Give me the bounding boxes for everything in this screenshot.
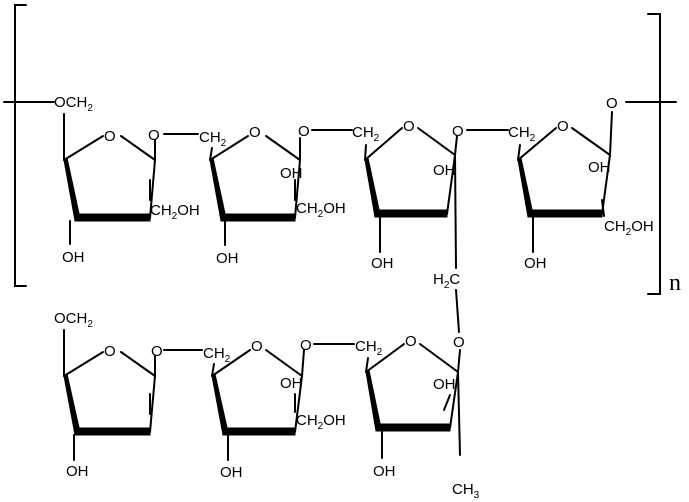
ring-3 bbox=[364, 127, 458, 269]
left-end-label: OCH2 bbox=[54, 94, 93, 114]
branch-ring3-o: O bbox=[405, 333, 417, 350]
left-bracket bbox=[14, 4, 27, 287]
ring1-ch2oh: CH2OH bbox=[150, 202, 200, 222]
branch-ring3-oh-side: OH bbox=[433, 376, 456, 393]
branch-ring3-ch2: CH2 bbox=[355, 338, 383, 358]
ring2-o: O bbox=[249, 124, 261, 141]
branch-left-end: OCH2 bbox=[54, 310, 93, 330]
ring3-oh-bottom: OH bbox=[371, 255, 394, 272]
ring2-ch2: CH2 bbox=[199, 129, 227, 149]
branch-ring2-ch2: CH2 bbox=[203, 345, 231, 365]
branch-ring3-oh-bottom: OH bbox=[373, 463, 396, 480]
branch-ring-3 bbox=[365, 343, 461, 459]
ring1-o: O bbox=[104, 128, 116, 145]
branch-ring2-o: O bbox=[251, 338, 263, 355]
ring4-oh-bottom: OH bbox=[524, 255, 547, 272]
ring3-o: O bbox=[403, 118, 415, 135]
bridge-o: O bbox=[453, 334, 465, 351]
branch-ring2-oh-bottom: OH bbox=[220, 464, 243, 481]
branch-link2-o: O bbox=[300, 337, 312, 354]
branch-link1-o: O bbox=[151, 343, 163, 360]
bridge-h2c: H2C bbox=[433, 271, 460, 291]
ring2-ch2oh: CH2OH bbox=[296, 200, 346, 220]
ring2-oh-bottom: OH bbox=[216, 250, 239, 267]
ring3-oh-side: OH bbox=[433, 162, 456, 179]
ring4-ch2: CH2 bbox=[508, 124, 536, 144]
link2-o: O bbox=[298, 123, 310, 140]
ring-1 bbox=[63, 113, 156, 245]
ring4-ch2oh: CH2OH bbox=[604, 218, 654, 238]
right-bracket bbox=[647, 13, 661, 295]
right-end-o: O bbox=[606, 95, 618, 112]
ring4-oh-side: OH bbox=[588, 159, 611, 176]
branch-ring-2 bbox=[211, 349, 305, 461]
ring-2 bbox=[209, 135, 301, 246]
branch-ring2-ch2oh: CH2OH bbox=[296, 412, 346, 432]
ring3-ch2: CH2 bbox=[352, 124, 380, 144]
ring-4 bbox=[517, 111, 613, 253]
branch-ring1-o: O bbox=[104, 343, 116, 360]
ring1-oh: OH bbox=[62, 249, 85, 266]
ring4-o: O bbox=[557, 118, 569, 135]
ring2-oh-side: OH bbox=[280, 165, 303, 182]
link1-o: O bbox=[148, 127, 160, 144]
branch-terminal-ch3: CH3 bbox=[452, 481, 480, 501]
link3-o: O bbox=[452, 123, 464, 140]
branch-ring2-oh-side: OH bbox=[280, 375, 303, 392]
branch-ring1-oh: OH bbox=[66, 463, 89, 480]
bridge-bond-lower bbox=[455, 289, 460, 333]
branch-ring-1 bbox=[63, 329, 156, 461]
repeat-subscript-n: n bbox=[669, 270, 681, 296]
